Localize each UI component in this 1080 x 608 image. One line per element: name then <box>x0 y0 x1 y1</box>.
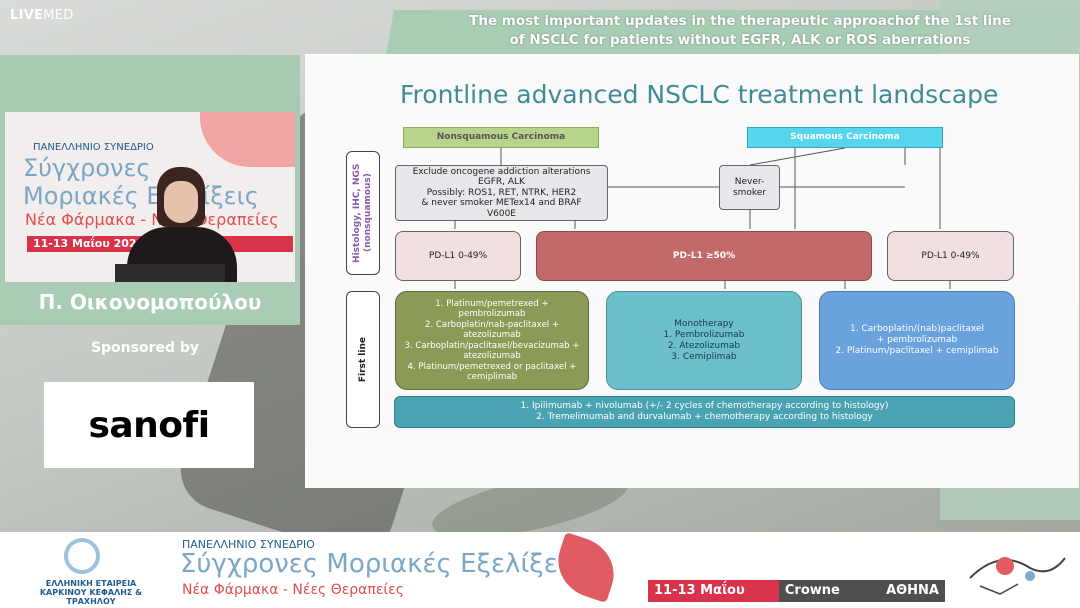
video-conference-main: Σύγχρονες Μοριακές Εξελίξεις <box>23 154 259 210</box>
podium <box>115 264 225 282</box>
livemed-logo: LIVEMED <box>10 8 74 23</box>
sponsored-by-label: Sponsored by <box>90 340 200 356</box>
ribbon-logo-icon <box>64 538 100 574</box>
never-smoker-box: Never-smoker <box>719 165 780 210</box>
talk-title-line: The most important updates in the therap… <box>469 13 1011 29</box>
banner-conference-main: Σύγχρονες Μοριακές Εξελίξεις <box>180 549 582 579</box>
organization-name: ΕΛΛΗΝΙΚΗ ΕΤΑΙΡΕΙΑ ΚΑΡΚΙΝΟΥ ΚΕΦΑΛΗΣ & ΤΡΑ… <box>39 579 143 606</box>
speaker-video: ΠΑΝΕΛΛΗΝΙΟ ΣΥΝΕΔΡΙΟ Σύγχρονες Μοριακές Ε… <box>5 112 295 282</box>
histology-label: Histology, IHC, NGS (nonsquamous) <box>346 151 380 275</box>
sponsor-name: sanofi <box>88 404 210 446</box>
monotherapy-treatment-box: Monotherapy 1. Pembrolizumab 2. Atezoliz… <box>606 291 802 390</box>
squamous-header: Squamous Carcinoma <box>747 127 943 148</box>
leaf-graphic <box>548 532 624 603</box>
sponsor-logo: sanofi <box>44 382 254 468</box>
pdl1-left-box: PD-L1 0-49% <box>395 231 521 281</box>
nonsquamous-header: Nonsquamous Carcinoma <box>403 127 599 148</box>
pdl1-right-box: PD-L1 0-49% <box>887 231 1014 281</box>
talk-title-line: of NSCLC for patients without EGFR, ALK … <box>509 32 971 48</box>
first-line-label: First line <box>346 291 380 428</box>
banner-dates: 11-13 Μαΐου 2023 <box>648 580 779 608</box>
banner-city: ΑΘΗΝΑ <box>880 580 945 602</box>
pdl1-high-box: PD-L1 ≥50% <box>536 231 872 281</box>
nonsquamous-treatment-box: 1. Platinum/pemetrexed + pembrolizumab 2… <box>395 291 589 390</box>
slide-title: Frontline advanced NSCLC treatment lands… <box>400 80 999 109</box>
speaker-name: Π. Οικονομοπούλου <box>0 283 300 321</box>
banner-tagline: Νέα Φάρμακα - Νέες Θεραπείες <box>182 582 404 598</box>
date-venue-bar: 11-13 Μαΐου 2023 Crowne Plaza ΑΘΗΝΑ <box>648 580 945 608</box>
talk-title: The most important updates in the therap… <box>440 12 1040 50</box>
video-conference-sub: ΠΑΝΕΛΛΗΝΙΟ ΣΥΝΕΔΡΙΟ <box>33 142 154 153</box>
conference-banner: ΕΛΛΗΝΙΚΗ ΕΤΑΙΡΕΙΑ ΚΑΡΚΙΝΟΥ ΚΕΦΑΛΗΣ & ΤΡΑ… <box>0 532 1080 608</box>
banner-conference-sub: ΠΑΝΕΛΛΗΝΙΟ ΣΥΝΕΔΡΙΟ <box>182 538 315 551</box>
squamous-treatment-box: 1. Carboplatin/(nab)paclitaxel + pembrol… <box>819 291 1015 390</box>
bird-illustration-icon <box>969 557 1066 595</box>
combined-treatment-box: 1. Ipilimumab + nivolumab (+/- 2 cycles … <box>394 396 1015 428</box>
banner-venue: Crowne Plaza <box>778 580 881 608</box>
presentation-slide: Frontline advanced NSCLC treatment lands… <box>305 54 1079 488</box>
oncogene-exclusion-box: Exclude oncogene addiction alterations E… <box>395 165 608 221</box>
flow-connectors <box>454 134 951 289</box>
video-tagline: Νέα Φάρμακα - Νέες Θεραπείες <box>25 210 279 229</box>
